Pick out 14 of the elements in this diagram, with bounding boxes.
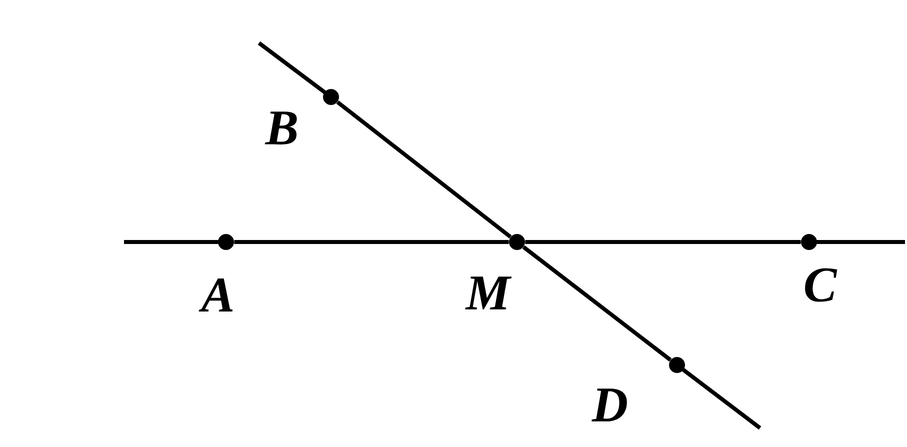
node-label: M	[465, 276, 512, 310]
line-segment	[525, 240, 801, 244]
node-label: C	[805, 268, 838, 302]
point: C	[801, 234, 838, 302]
point: D	[592, 357, 685, 422]
node-label: D	[592, 388, 627, 422]
node-label: B	[264, 112, 297, 144]
node-label: A	[198, 278, 233, 312]
point: B	[264, 89, 339, 144]
point: A	[198, 234, 234, 312]
line-segment	[234, 240, 509, 244]
line-segment	[336, 100, 512, 239]
line-segment	[522, 245, 672, 362]
point: M	[465, 234, 525, 310]
